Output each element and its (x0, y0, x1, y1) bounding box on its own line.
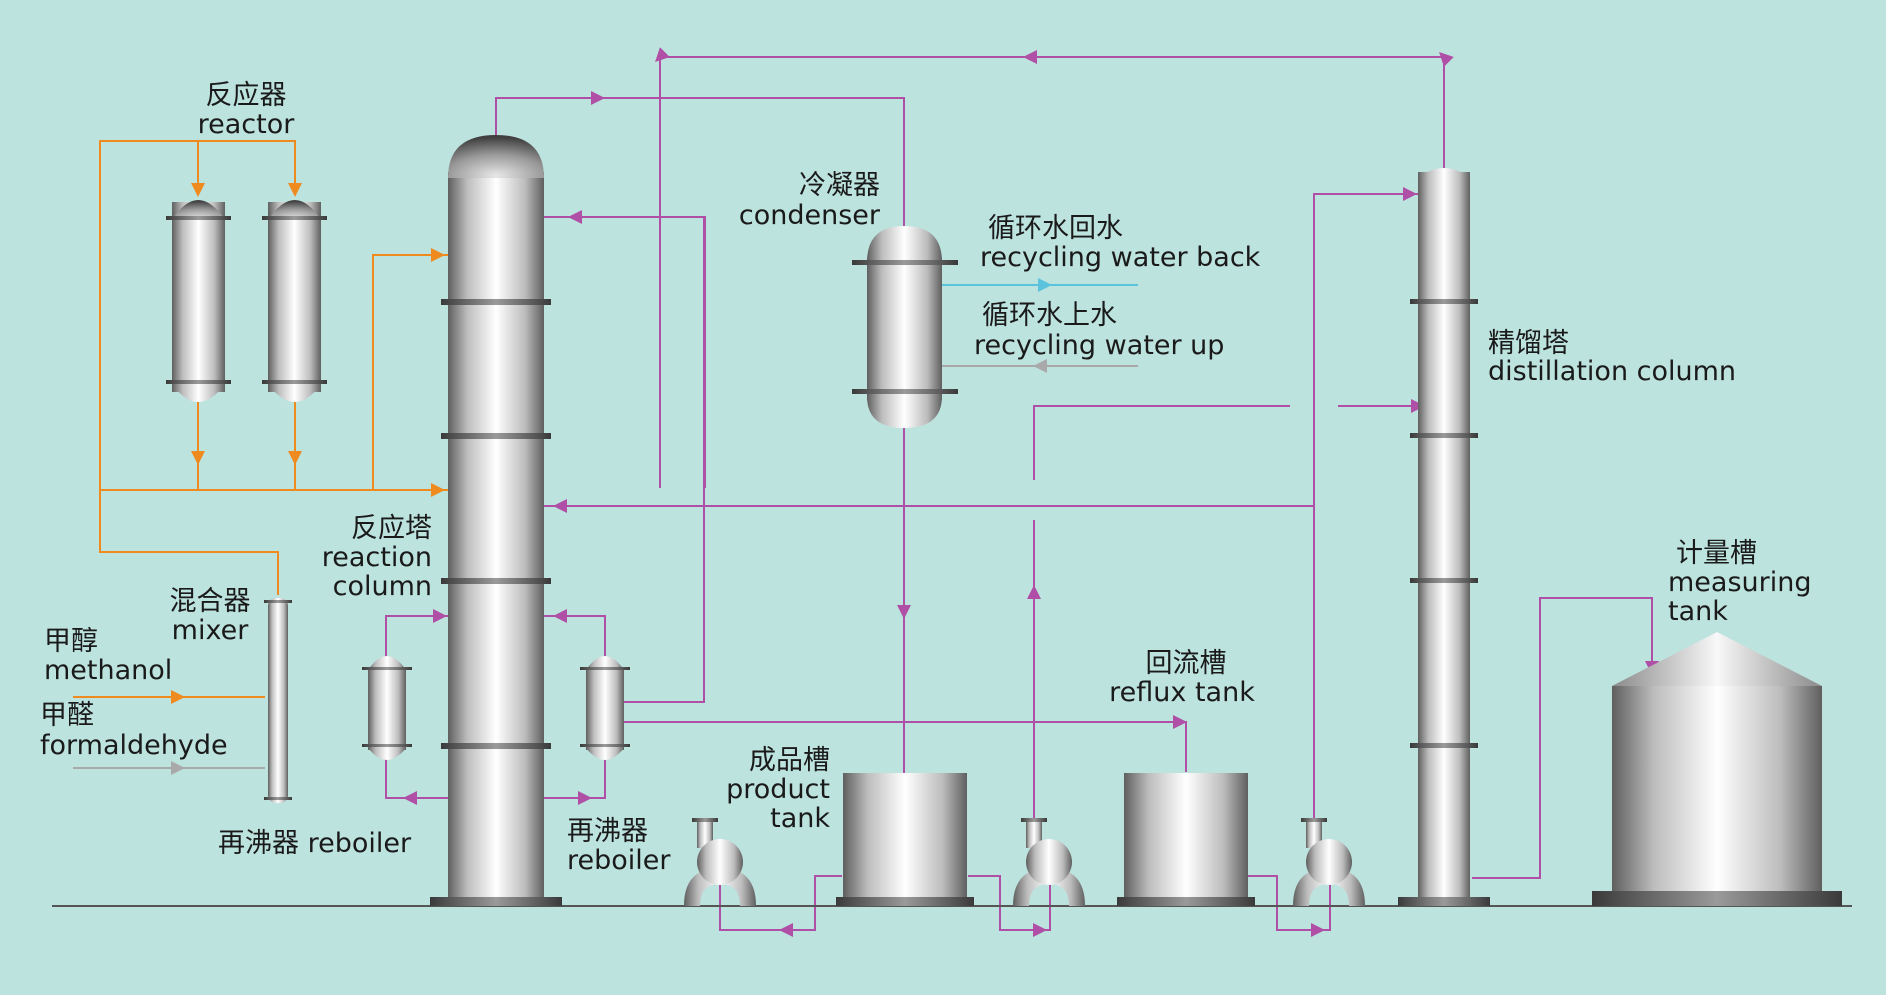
label-reflux-cn: 回流槽 (1146, 648, 1227, 679)
label-formaldehyde-en: formaldehyde (40, 730, 228, 761)
cooling-water-lines (940, 278, 1138, 373)
label-reactor-cn: 反应器 (206, 80, 287, 111)
label-methanol-cn: 甲醇 (44, 626, 98, 657)
condenser (852, 226, 958, 428)
label-reaction-col-en2: column (333, 571, 432, 602)
product-tank (836, 773, 974, 906)
label-condenser-en: condenser (739, 200, 881, 231)
label-reflux-en: reflux tank (1109, 677, 1255, 708)
label-reactor-en: reactor (198, 109, 296, 140)
label-water-back-en: recycling water back (980, 242, 1261, 273)
label-product-cn: 成品槽 (749, 745, 830, 776)
pump-3 (1293, 818, 1365, 906)
label-mixer-cn: 混合器 (170, 586, 251, 617)
label-reaction-col-cn: 反应塔 (351, 513, 432, 544)
mixer (264, 598, 292, 803)
label-measuring-en2: tank (1668, 596, 1728, 627)
reflux-tank (1117, 773, 1255, 906)
orange-feed-piping (73, 140, 450, 704)
label-distillation-cn: 精馏塔 (1488, 328, 1569, 359)
label-product-en2: tank (770, 803, 830, 834)
labels: 反应器 reactor 冷凝器 condenser 循环水回水 recyclin… (40, 80, 1812, 876)
reactor-vessel-1 (166, 200, 231, 402)
pump-1 (684, 818, 756, 906)
label-measuring-cn: 计量槽 (1676, 538, 1757, 569)
distillation-column (1398, 168, 1490, 906)
label-reboiler-mid-cn: 再沸器 (567, 816, 648, 847)
pump-2 (1013, 818, 1085, 906)
label-water-up-en: recycling water up (974, 330, 1224, 361)
measuring-tank (1592, 632, 1842, 906)
reactor-vessel-2 (262, 200, 327, 402)
label-measuring-en1: measuring (1668, 567, 1812, 598)
label-condenser-cn: 冷凝器 (799, 170, 880, 201)
label-distillation-en: distillation column (1488, 356, 1736, 387)
label-reboiler-mid-en: reboiler (567, 845, 671, 876)
reaction-column (430, 135, 562, 906)
label-reboiler-left: 再沸器 reboiler (218, 828, 412, 859)
label-water-up-cn: 循环水上水 (982, 300, 1117, 331)
label-reaction-col-en1: reaction (322, 542, 432, 573)
label-product-en1: product (726, 774, 830, 805)
label-water-back-cn: 循环水回水 (988, 213, 1123, 244)
label-formaldehyde-cn: 甲醛 (40, 700, 94, 731)
purple-process-piping (385, 47, 1659, 937)
reboiler-right (580, 656, 630, 760)
reboiler-left (362, 656, 412, 760)
label-mixer-en: mixer (172, 615, 250, 646)
label-methanol-en: methanol (44, 655, 172, 686)
